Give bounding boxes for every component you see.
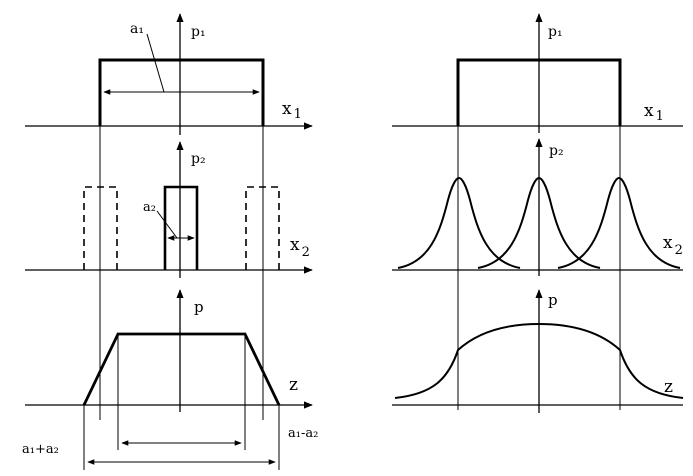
p1-axis-label: p₁ [548,24,563,40]
z-axis-label: z [289,375,298,395]
a1-plus-a2-label: a₁+a₂ [22,442,59,457]
p-axis-label: p [194,298,204,316]
left-panel [25,13,313,470]
right-middle-plot [392,138,683,276]
smoothed-result-curve [394,322,684,399]
p2-axis-label: p₂ [191,151,206,167]
right-bottom-plot [392,289,684,413]
left-middle-plot [25,141,313,278]
left-bottom-plot [25,289,313,412]
p2-axis-label: p₂ [549,143,564,159]
right-top-plot [392,13,683,133]
a1-label: a₁ [130,21,144,37]
lorentzian-peak-left [397,176,521,269]
rect-pulse-a1 [98,58,265,126]
shifted-pulse-right-dashed [245,186,280,270]
p-axis-label: p [548,291,558,309]
lorentzian-peak-center [477,176,601,269]
a1-minus-a2-label: a₁-a₂ [288,426,318,441]
a2-label: a₂ [143,200,156,215]
p1-axis-label: p₁ [191,24,206,40]
lorentzian-peak-right [557,176,681,269]
rect-pulse-a1 [456,58,622,126]
right-panel [392,13,684,413]
rect-pulse-a2 [163,185,199,270]
a2-leader-line [156,210,178,239]
trapezoid-result [82,332,281,406]
z-axis-label: z [664,377,673,397]
a1-leader-line [146,33,165,93]
left-top-plot [25,13,313,135]
shifted-pulse-left-dashed [83,186,118,270]
